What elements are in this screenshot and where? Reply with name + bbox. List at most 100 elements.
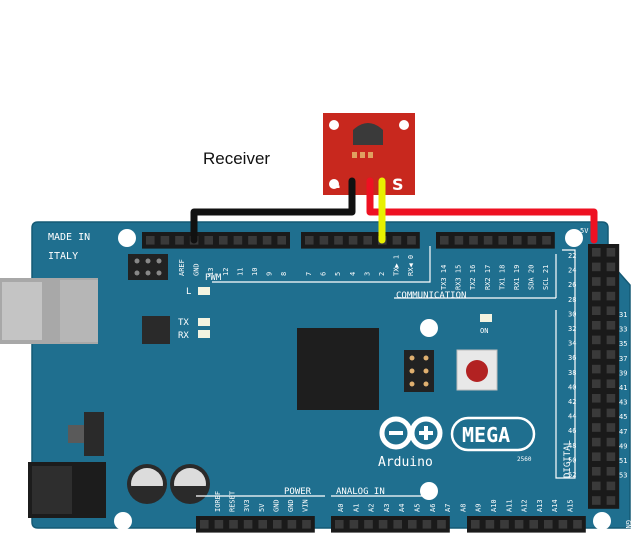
header-pin <box>592 335 601 345</box>
digital-label: DIGITAL <box>563 440 573 478</box>
header-pin <box>606 248 616 257</box>
vcc-wire <box>366 177 598 244</box>
header-pin <box>606 496 616 505</box>
analog-pin-label: A8 <box>459 504 467 512</box>
mounting-hole <box>565 229 583 247</box>
digital-left-pin-label: 48 <box>568 442 576 450</box>
digital-right-pin-label: 35 <box>619 340 627 348</box>
italy-label: ITALY <box>48 251 78 262</box>
header-pin <box>437 520 446 529</box>
header-pin <box>407 236 416 245</box>
on-label: ON <box>480 327 488 335</box>
led-l-label: L <box>186 287 191 297</box>
digital-pin-label: 4 <box>349 272 357 276</box>
analog-pin-label: A14 <box>551 499 559 512</box>
reset-button[interactable] <box>456 349 498 391</box>
digital-left-pin-label: 50 <box>568 456 576 464</box>
analog-pin-label: A15 <box>567 499 575 512</box>
header-pin <box>471 520 480 529</box>
analog-pin-label: A3 <box>383 504 391 512</box>
header-pin <box>606 277 616 286</box>
header-pin <box>606 262 616 272</box>
digital-pin-label: 2 <box>378 272 386 276</box>
arduino-logo: Arduino <box>378 416 443 470</box>
header-pin <box>204 236 213 245</box>
pwm-pin-label: 10 <box>251 268 259 276</box>
capacitor <box>127 464 167 504</box>
communication-pin-label: RX2 17 <box>484 265 492 290</box>
header-pin <box>592 452 601 461</box>
header-pin <box>277 236 286 245</box>
digital-pin-label: RX◀ 0 <box>407 255 415 276</box>
header-pin <box>606 350 616 359</box>
header-pin <box>302 520 311 529</box>
pwm-pin-label: 11 <box>236 268 244 276</box>
header-digital-0-7 <box>301 232 420 249</box>
header-pin <box>229 520 238 529</box>
wires <box>190 177 598 244</box>
mounting-hole <box>118 229 136 247</box>
digital-left-pin-label: 38 <box>568 369 576 377</box>
mega-logo: MEGA 2560 <box>450 416 536 463</box>
digital-pin-label: 5 <box>334 272 342 276</box>
communication-pin-label: SCL 21 <box>542 265 550 290</box>
header-pin <box>485 520 495 529</box>
pin-signal-label: S <box>392 175 404 194</box>
led-rx <box>198 330 210 338</box>
digital-right-pin-label: 51 <box>619 457 627 465</box>
header-pin <box>606 437 616 447</box>
arduino-brand-text: Arduino <box>378 455 433 470</box>
digital-pin-label: 3 <box>363 272 371 276</box>
header-pin <box>334 236 343 245</box>
atmega-chip <box>297 328 379 410</box>
header-pin <box>393 520 402 529</box>
led-on <box>480 314 492 322</box>
header-digital-double <box>588 244 620 509</box>
header-pin <box>348 236 358 245</box>
analog-pin-label: A12 <box>521 499 529 512</box>
power-pin-label: 5V <box>258 503 266 512</box>
power-pin-label: GND <box>287 499 295 512</box>
analog-pin-label: A0 <box>337 504 345 512</box>
5v-label: 5V <box>580 227 589 235</box>
pwm-pin-label: 9 <box>266 272 274 276</box>
header-pin <box>335 520 344 529</box>
header-pin <box>592 306 601 315</box>
digital-right-pin-label: 45 <box>619 413 627 421</box>
header-pin <box>422 520 432 529</box>
led-tx-label: TX <box>178 318 189 328</box>
header-pin <box>592 277 601 286</box>
digital-pin-label: 7 <box>305 272 313 276</box>
header-pin <box>319 236 329 245</box>
header-pin <box>606 481 616 491</box>
header-pin <box>248 236 257 245</box>
header-pin <box>527 236 537 245</box>
header-pin <box>273 520 282 529</box>
header-pin <box>258 520 267 529</box>
communication-pin-label: SDA 20 <box>528 265 536 290</box>
header-pin <box>592 248 601 257</box>
header-pin <box>592 423 601 432</box>
digital-right-pin-label: 33 <box>619 326 627 334</box>
capacitor <box>170 464 210 504</box>
pwm-pin-label: 13 <box>207 268 215 276</box>
usb-chip <box>142 316 170 344</box>
header-pin <box>378 520 388 529</box>
pwm-pin-label: GND <box>193 263 201 276</box>
power-jack <box>28 462 106 518</box>
header-pin <box>592 364 601 374</box>
header-analog-0-7 <box>331 516 450 533</box>
header-pin <box>160 236 170 245</box>
receiver-caption: Receiver <box>203 149 270 168</box>
digital-left-pin-label: 46 <box>568 427 576 435</box>
digital-left-pin-label: 40 <box>568 383 576 391</box>
header-pin <box>606 364 616 374</box>
header-pin <box>592 467 601 476</box>
header-pin <box>592 481 601 491</box>
digital-left-pin-label: 44 <box>568 413 576 421</box>
header-communication <box>436 232 555 249</box>
communication-pin-label: RX3 15 <box>455 265 463 290</box>
header-pin <box>454 236 464 245</box>
power-label: POWER <box>284 487 312 497</box>
digital-left-pin-label: 42 <box>568 398 576 406</box>
